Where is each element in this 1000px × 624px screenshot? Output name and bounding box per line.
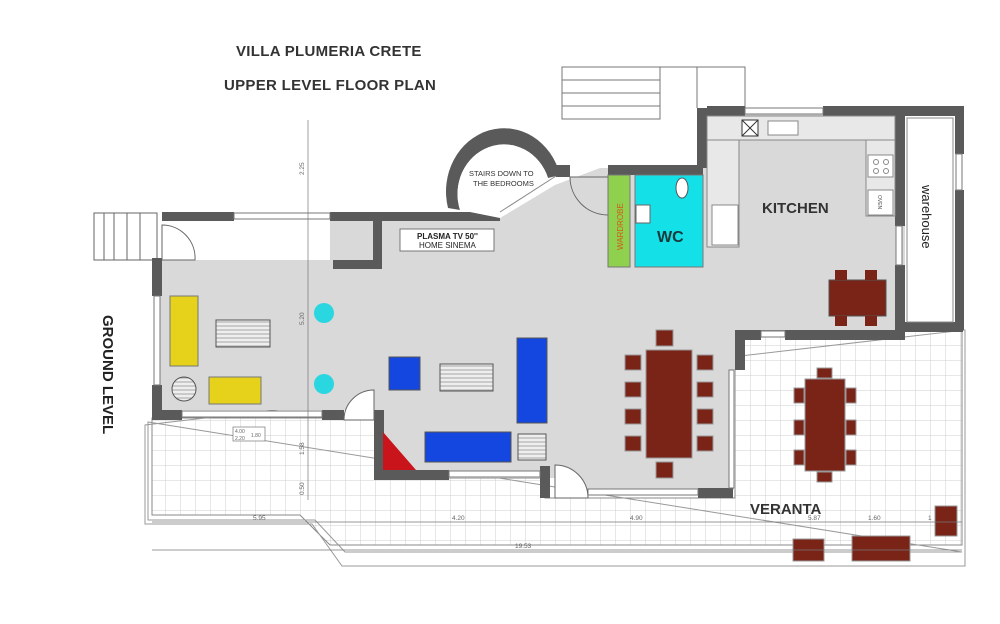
svg-text:19.53: 19.53 xyxy=(515,543,532,550)
svg-text:4.90: 4.90 xyxy=(630,515,643,522)
warehouse-label: warehouse xyxy=(919,184,934,249)
wardrobe: WARDROBE xyxy=(607,174,631,268)
stairs-label-1: STAIRS DOWN TO xyxy=(469,169,534,178)
svg-text:1.58: 1.58 xyxy=(299,442,306,455)
svg-text:0.50: 0.50 xyxy=(299,482,306,495)
plan-subtitle: UPPER LEVEL FLOOR PLAN xyxy=(224,77,437,94)
stairs-down: STAIRS DOWN TO THE BEDROOMS xyxy=(457,144,557,218)
svg-text:1: 1 xyxy=(928,515,932,522)
walls xyxy=(152,106,964,498)
stairs-ground-level xyxy=(93,212,158,261)
living-room xyxy=(383,337,548,470)
dimension-lines: 5.95 4.20 4.90 5.87 1.60 1 19.53 2.25 5.… xyxy=(152,162,962,551)
left-lounge xyxy=(169,120,334,500)
plan-title: VILLA PLUMERIA CRETE xyxy=(236,43,422,60)
svg-text:2.20: 2.20 xyxy=(235,436,245,442)
svg-text:1.60: 1.60 xyxy=(868,515,881,522)
svg-text:5.87: 5.87 xyxy=(808,515,821,522)
kitchen-table xyxy=(828,270,887,326)
warehouse-room: warehouse xyxy=(906,117,954,323)
svg-text:HOME SINEMA: HOME SINEMA xyxy=(419,241,477,250)
tv-unit: PLASMA TV 50'' HOME SINEMA xyxy=(399,228,495,252)
kitchen-label: KITCHEN xyxy=(762,200,829,217)
stairs-top xyxy=(561,66,746,120)
svg-text:2.25: 2.25 xyxy=(299,162,306,175)
dining-table xyxy=(624,329,714,479)
door-swings xyxy=(161,176,609,499)
svg-text:PLASMA TV 50'': PLASMA TV 50'' xyxy=(417,232,478,241)
svg-text:5.20: 5.20 xyxy=(299,312,306,325)
veranda-table xyxy=(792,367,958,562)
windows xyxy=(153,107,963,496)
svg-text:4.00: 4.00 xyxy=(235,429,245,435)
ground-level-label: GROUND LEVEL xyxy=(99,315,116,434)
svg-text:5.95: 5.95 xyxy=(253,515,266,522)
svg-text:1.80: 1.80 xyxy=(251,433,261,439)
svg-text:WARDROBE: WARDROBE xyxy=(616,203,625,250)
wc-room: WC xyxy=(634,174,704,268)
veranta-label: VERANTA xyxy=(750,501,822,518)
stairs-label-2: THE BEDROOMS xyxy=(473,179,534,188)
wc-label: WC xyxy=(657,229,684,246)
oven-label: OVEN xyxy=(876,195,882,210)
svg-text:4.20: 4.20 xyxy=(452,515,465,522)
kitchen-counters xyxy=(706,115,896,248)
